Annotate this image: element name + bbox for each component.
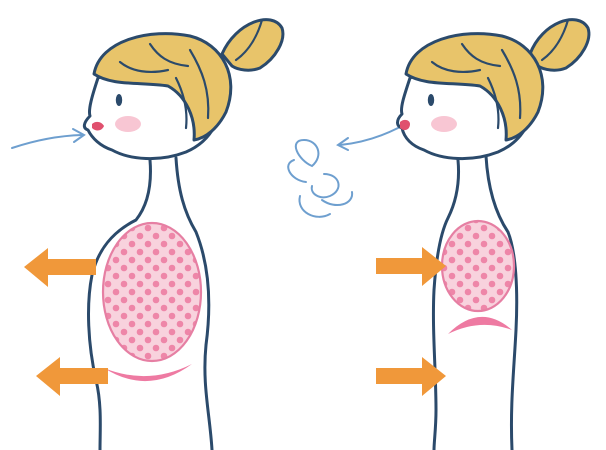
inhale-figure — [12, 20, 283, 450]
exhale-figure — [288, 20, 589, 450]
inhale-lungs — [103, 223, 201, 361]
outgoing-breath-puff-icon — [288, 128, 398, 217]
exhale-head — [398, 20, 589, 159]
inhale-head — [84, 20, 283, 159]
inhale-diaphragm — [104, 364, 192, 381]
left-arrow-icon — [24, 248, 96, 287]
exhale-lungs — [442, 221, 514, 311]
exhale-diaphragm — [448, 317, 512, 334]
incoming-air-arrow-icon — [12, 129, 84, 148]
